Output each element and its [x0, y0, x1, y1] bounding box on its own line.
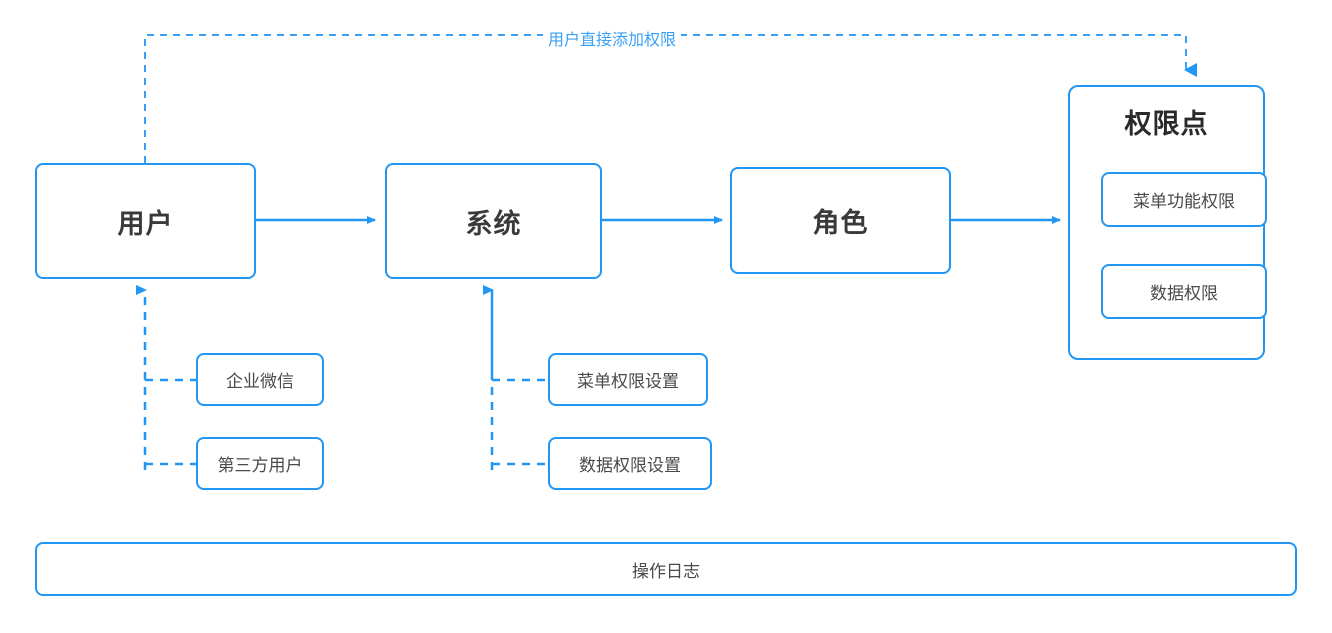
node-role[interactable]: 角色	[730, 167, 951, 274]
inner-node-data-permission-label: 数据权限	[1150, 284, 1218, 304]
edge-sources-to-user	[136, 285, 196, 470]
node-setting-data-permission[interactable]: 数据权限设置	[548, 437, 712, 490]
node-user[interactable]: 用户	[35, 163, 256, 279]
node-role-label: 角色	[812, 208, 869, 239]
inner-node-data-permission[interactable]: 数据权限	[1101, 264, 1267, 319]
node-source-third-party-user[interactable]: 第三方用户	[196, 437, 324, 490]
node-setting-data-permission-label: 数据权限设置	[579, 456, 681, 476]
edge-settings-to-system	[483, 285, 548, 470]
edge-user-direct-grant	[144, 34, 1197, 163]
inner-node-menu-function-permission[interactable]: 菜单功能权限	[1101, 172, 1267, 227]
node-system-label: 系统	[465, 208, 522, 240]
node-user-label: 用户	[117, 208, 174, 240]
group-permission-point-title: 权限点	[1124, 109, 1209, 140]
inner-node-menu-function-permission-label: 菜单功能权限	[1133, 192, 1235, 212]
group-permission-point[interactable]: 权限点 菜单功能权限 数据权限	[1068, 85, 1267, 360]
node-operation-log[interactable]: 操作日志	[35, 542, 1297, 596]
node-operation-log-label: 操作日志	[632, 561, 700, 582]
node-source-third-party-user-label: 第三方用户	[217, 456, 303, 476]
node-setting-menu-permission[interactable]: 菜单权限设置	[548, 353, 708, 406]
node-system[interactable]: 系统	[385, 163, 602, 279]
node-source-wecom-label: 企业微信	[226, 372, 294, 392]
node-source-wecom[interactable]: 企业微信	[196, 353, 324, 406]
edge-label-direct-grant: 用户直接添加权限	[543, 26, 682, 50]
node-setting-menu-permission-label: 菜单权限设置	[577, 372, 679, 392]
